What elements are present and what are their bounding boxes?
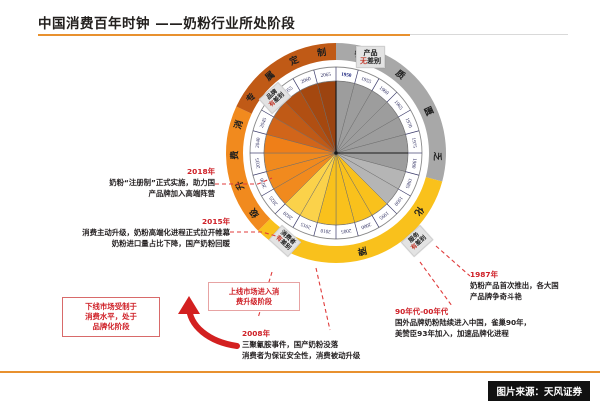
stage-ring-char: 费 bbox=[228, 151, 239, 160]
year-tick-label: 2045 bbox=[259, 117, 269, 129]
year-tick-label: 1980 bbox=[410, 158, 417, 169]
annotation-2015-body: 消费主动升级，奶粉高端化进程正式拉开帷幕 奶粉进口量占比下降，国产奶粉回暖 bbox=[82, 228, 230, 249]
year-tick-label: 1950 bbox=[341, 72, 352, 79]
title-underline bbox=[38, 34, 568, 36]
page-title: 中国消费百年时钟 ——奶粉行业所处阶段 bbox=[38, 16, 296, 32]
year-tick-label: 1960 bbox=[378, 85, 390, 96]
stage-ring-2 bbox=[225, 106, 271, 231]
leader-90s bbox=[419, 261, 453, 307]
annotation-2015-year: 2015年 bbox=[202, 217, 230, 226]
stage-ring-char: 牌 bbox=[357, 245, 369, 258]
annotation-2008: 2008年 三聚氰胺事件，国产奶粉没落 消费者为保证安全性，消费被动升级 bbox=[242, 328, 422, 361]
ring-tag-line1: 产品 bbox=[363, 49, 378, 57]
annotation-1987-year: 1987年 bbox=[470, 270, 498, 279]
annotation-2008-body: 三聚氰胺事件，国产奶粉没落 消费者为保证安全性，消费被动升级 bbox=[242, 340, 361, 361]
annotation-2008-year: 2008年 bbox=[242, 329, 270, 338]
annotation-90s-body: 国外品牌奶粉陆续进入中国，雀巢90年， 美赞臣93年加入，加速品牌化进程 bbox=[395, 318, 531, 339]
title-underline-tail bbox=[410, 34, 568, 35]
stage-ring-1 bbox=[258, 177, 443, 263]
stage-ring-char: 消 bbox=[232, 119, 245, 131]
annotation-2018: 2018年 奶粉“注册制”正式实施，助力国 产品牌加入高端阵营 bbox=[63, 166, 215, 199]
annotation-1987-body: 奶粉产品首次推出，各大国 产品牌争奇斗艳 bbox=[470, 281, 559, 302]
annotation-2015: 2015年 消费主动升级，奶粉高端化进程正式拉开帷幕 奶粉进口量占比下降，国产奶… bbox=[32, 216, 230, 249]
year-tick-label: 2010 bbox=[320, 227, 331, 234]
stage-ring-char: 乏 bbox=[432, 152, 443, 161]
leader-2008 bbox=[315, 267, 331, 331]
year-tick-label: 1965 bbox=[393, 99, 404, 111]
year-tick-label: 2020 bbox=[282, 209, 294, 220]
year-tick-label: 2025 bbox=[268, 194, 279, 206]
footer-rule bbox=[0, 371, 600, 373]
year-tick-label: 2065 bbox=[320, 72, 331, 79]
red-arrow-shaft bbox=[186, 303, 240, 349]
box-lower-tier-market: 下线市场受制于 消费水平，处于 品牌化阶段 bbox=[62, 297, 160, 337]
ring-tag-product-no-difference: 产品 无差别 bbox=[356, 46, 385, 69]
year-tick-label: 2015 bbox=[300, 220, 312, 230]
year-tick-label: 2060 bbox=[300, 76, 312, 86]
annotation-90s: 90年代-00年代 国外品牌奶粉陆续进入中国，雀巢90年， 美赞臣93年加入，加… bbox=[395, 306, 595, 339]
title-underline-accent bbox=[38, 34, 410, 36]
year-tick-label: 1995 bbox=[377, 210, 389, 221]
ring-tag-line2: 无差别 bbox=[360, 57, 381, 66]
annotation-2018-body: 奶粉“注册制”正式实施，助力国 产品牌加入高端阵营 bbox=[109, 178, 215, 199]
year-tick-label: 2055 bbox=[282, 85, 294, 96]
annotation-90s-year: 90年代-00年代 bbox=[395, 307, 449, 316]
ring-tag-line2-rest: 差别 bbox=[367, 57, 381, 66]
stage-ring-char: 制 bbox=[316, 46, 326, 58]
stage-ring-char: 匮 bbox=[422, 105, 435, 117]
year-tick-label: 2005 bbox=[340, 227, 351, 234]
year-tick-label: 1955 bbox=[360, 76, 372, 86]
year-tick-label: 1990 bbox=[392, 195, 403, 207]
year-tick-label: 2040 bbox=[255, 137, 262, 148]
year-tick-label: 2035 bbox=[255, 157, 262, 168]
stage-ring-0 bbox=[336, 43, 446, 182]
box-upper-tier-market: 上线市场进入消 费升级阶段 bbox=[208, 282, 300, 312]
annotation-1987: 1987年 奶粉产品首次推出，各大国 产品牌争奇斗艳 bbox=[470, 269, 595, 302]
year-tick-label: 1970 bbox=[404, 117, 414, 129]
source-badge: 图片来源：天风证券 bbox=[488, 381, 590, 401]
year-tick-label: 1985 bbox=[403, 177, 413, 189]
year-tick-label: 1975 bbox=[410, 137, 417, 148]
annotation-2018-year: 2018年 bbox=[187, 167, 215, 176]
year-tick-label: 2000 bbox=[360, 221, 372, 231]
red-arrow-head bbox=[178, 296, 200, 314]
